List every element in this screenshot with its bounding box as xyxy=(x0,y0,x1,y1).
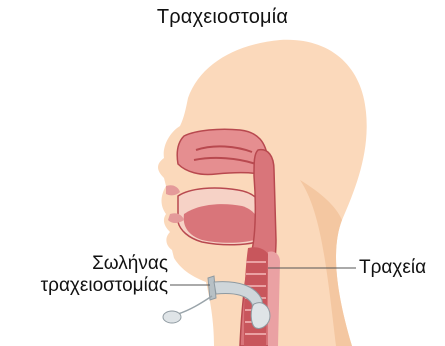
tube-label-line1: Σωλήνας xyxy=(0,253,168,275)
tongue xyxy=(184,204,261,243)
tube-label-line2: τραχειοστομίας xyxy=(0,275,168,297)
pilot-balloon xyxy=(163,311,181,323)
pilot-line xyxy=(178,296,212,314)
trachea-label: Τραχεία xyxy=(359,257,426,279)
tube-label: Σωλήνας τραχειοστομίας xyxy=(0,253,168,297)
esophagus xyxy=(268,251,280,346)
diagram-title: Τραχειοστομία xyxy=(0,6,445,29)
tube-cuff xyxy=(251,303,270,329)
